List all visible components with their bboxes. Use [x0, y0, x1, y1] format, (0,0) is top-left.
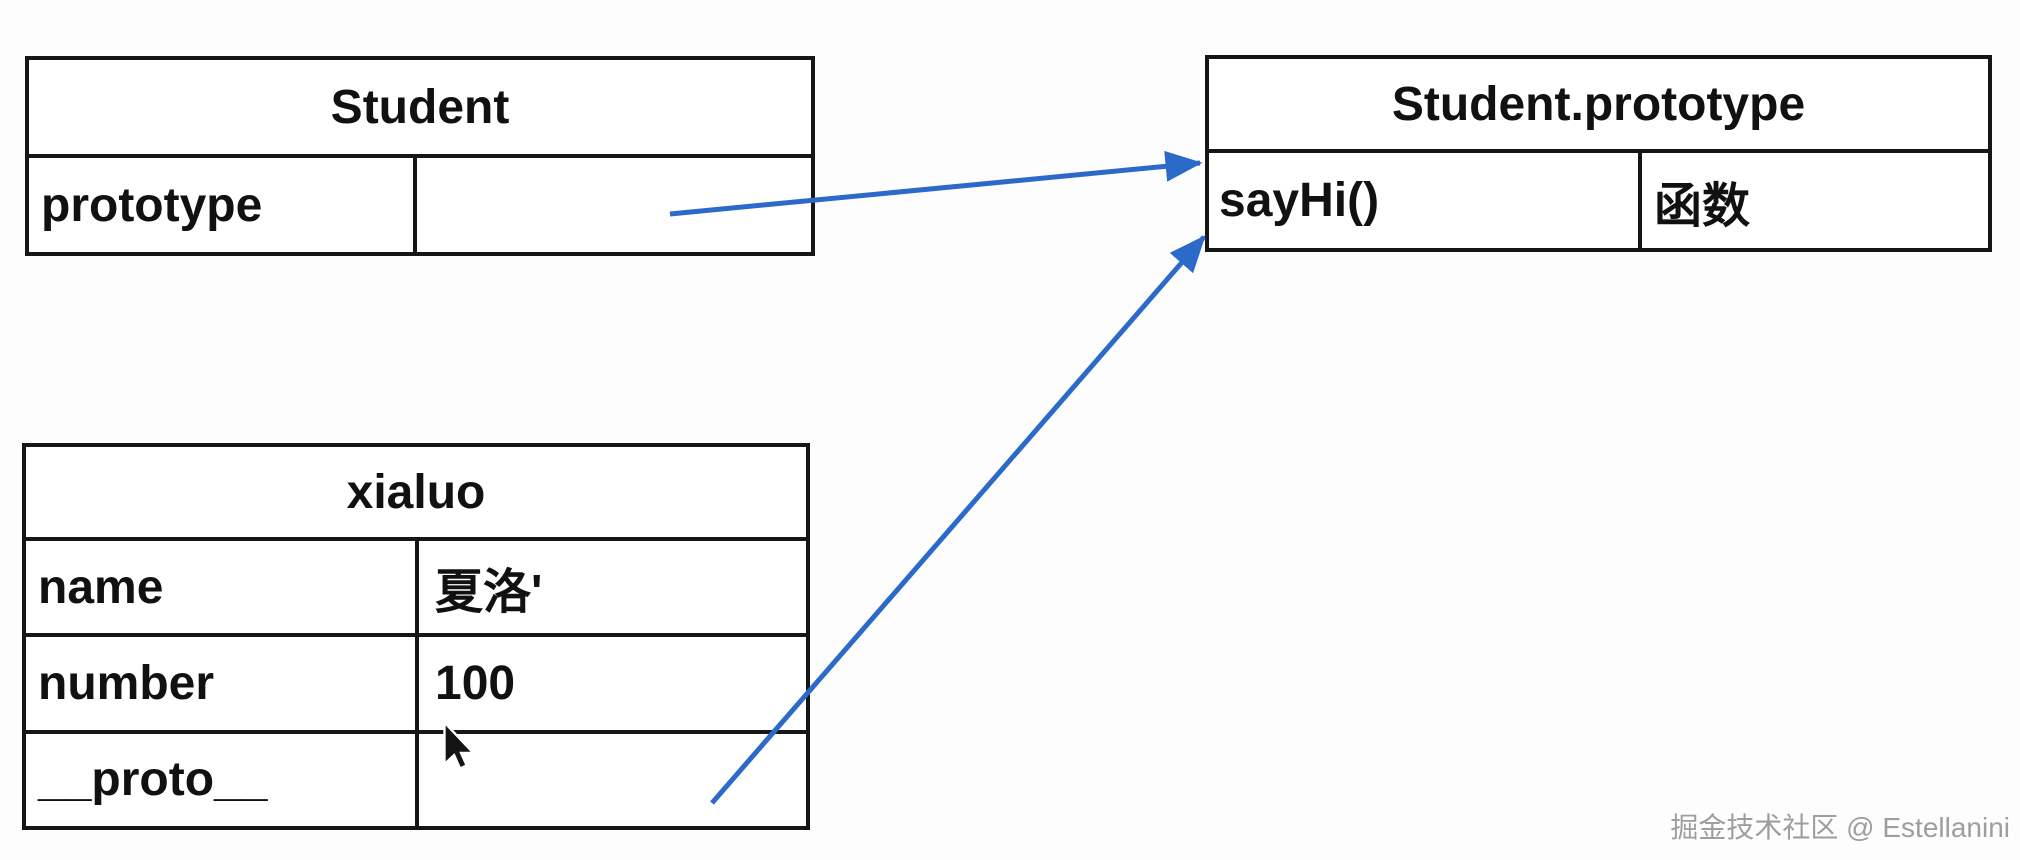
table-row: prototype [29, 158, 811, 252]
sayhi-method-value: 函数 [1654, 179, 1751, 233]
xialuo-proto-key: __proto__ [26, 733, 419, 826]
table-row: number 100 [26, 637, 806, 734]
sayhi-method-key: sayHi() [1209, 153, 1642, 248]
student-table-title: Student [29, 60, 811, 158]
table-row: name 夏洛' [26, 541, 806, 638]
student-prototype-key: prototype [29, 158, 417, 252]
xialuo-name-key: name [26, 541, 419, 634]
xialuo-name-value: 夏洛' [435, 566, 543, 620]
table-row: sayHi() 函数 [1209, 153, 1988, 248]
watermark-text: 掘金技术社区 @ Estellanini [1670, 812, 2010, 843]
student-prototype-table: Student.prototype sayHi() 函数 [1205, 55, 1992, 252]
xialuo-number-value: 100 [435, 656, 516, 710]
student-table: Student prototype [25, 56, 815, 256]
xialuo-proto-value [419, 734, 806, 826]
student-prototype-table-title: Student.prototype [1209, 59, 1988, 153]
xialuo-table-title: xialuo [26, 447, 806, 541]
table-row: __proto__ [26, 733, 806, 826]
student-prototype-value [417, 158, 811, 252]
xialuo-table: xialuo name 夏洛' number 100 __proto__ [22, 443, 810, 830]
xialuo-number-key: number [26, 637, 419, 730]
